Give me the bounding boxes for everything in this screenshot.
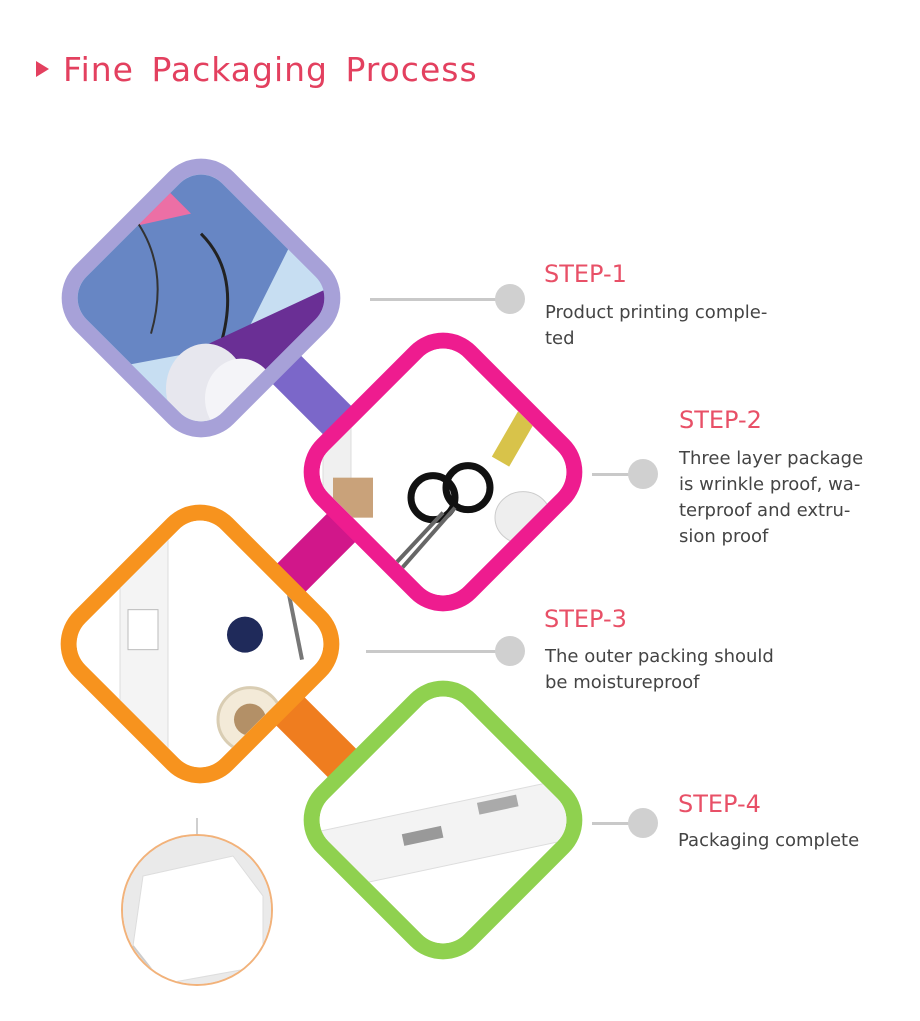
- step-2-desc: Three layer package is wrinkle proof, wa…: [679, 448, 864, 547]
- step-1-dot: [495, 284, 525, 314]
- page-header: Fine Packaging Process: [36, 44, 478, 94]
- step-1-label: STEP-1: [544, 260, 627, 288]
- step-3-desc: The outer packing should be moistureproo…: [545, 646, 774, 693]
- step-4-line: [592, 822, 632, 825]
- step-4-dot: [628, 808, 658, 838]
- step-4-image: [284, 661, 602, 979]
- final-package-image: [121, 834, 273, 986]
- small-circle-connector: [196, 818, 198, 838]
- step-1-desc: Product printing comple- ted: [545, 302, 768, 349]
- step-2-label: STEP-2: [679, 406, 762, 434]
- step-3-label: STEP-3: [544, 605, 627, 633]
- step-2-image: [284, 313, 602, 631]
- step-2-line: [592, 473, 632, 476]
- step-2-dot: [628, 459, 658, 489]
- step-1-line: [370, 298, 500, 301]
- step-4-desc: Packaging complete: [678, 830, 860, 851]
- page-title: Fine Packaging Process: [63, 49, 478, 89]
- triangle-bullet-icon: [36, 61, 49, 77]
- step-3-dot: [495, 636, 525, 666]
- step-3-line: [366, 650, 500, 653]
- step-4-label: STEP-4: [678, 790, 761, 818]
